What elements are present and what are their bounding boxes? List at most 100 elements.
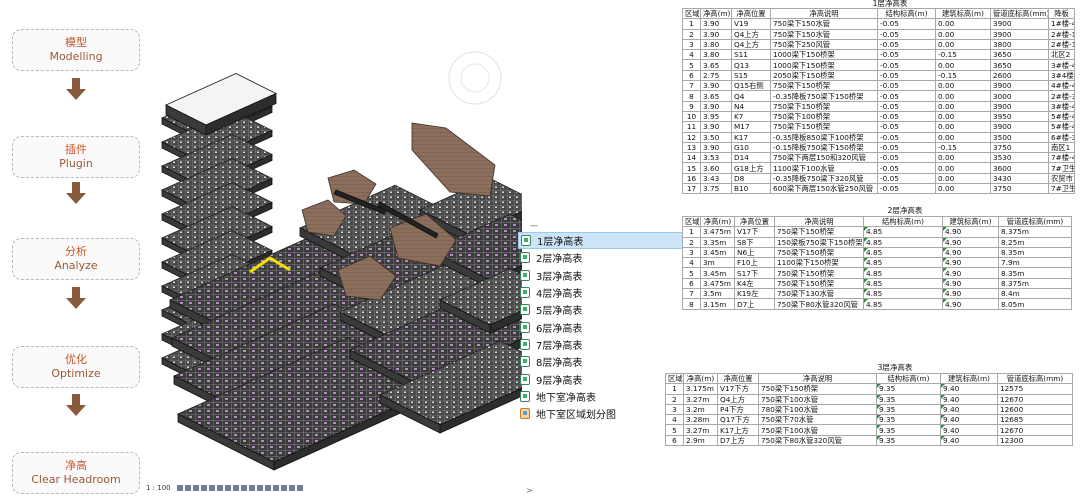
table-cell[interactable]: 0.00 — [935, 38, 991, 51]
table-cell[interactable]: 750梁下130水管 — [774, 288, 864, 300]
tree-item-schedule[interactable]: 9层净高表 — [518, 370, 683, 387]
table-cell[interactable]: 4.85 — [863, 288, 943, 300]
view-tool-icon[interactable] — [264, 485, 271, 491]
table-cell[interactable]: 750梁下150桥架 — [774, 267, 864, 279]
table-cell[interactable]: 7.9m — [998, 257, 1072, 269]
table-cell[interactable]: 4.90 — [942, 267, 999, 279]
table-cell[interactable]: 0.00 — [935, 172, 991, 185]
table-cell[interactable]: Q4上方 — [731, 28, 771, 40]
table-cell[interactable]: 7 — [682, 80, 701, 92]
table-cell[interactable]: -0.05 — [877, 18, 936, 30]
table-cell[interactable]: M17 — [731, 121, 771, 133]
table-cell[interactable]: 3900 — [990, 18, 1049, 30]
table-cell[interactable]: 9.40 — [940, 383, 998, 395]
table-cell[interactable]: Q13 — [731, 59, 771, 71]
table-cell[interactable]: 7 — [682, 288, 701, 300]
schedule-table-floor-1[interactable]: 区域净高(m)净高位置净高说明结构标高(m)建筑标高(m)管道底标高(mm)降板… — [682, 7, 1075, 195]
table-cell[interactable]: 6 — [682, 69, 701, 82]
table-cell[interactable]: 2 — [682, 28, 701, 40]
table-cell[interactable]: 750梁下100水管 — [758, 424, 877, 436]
table-cell[interactable]: 4.90 — [942, 257, 999, 269]
table-cell[interactable]: 4.90 — [942, 298, 999, 310]
table-cell[interactable]: 4.90 — [942, 236, 999, 248]
view-tool-icon[interactable] — [224, 485, 231, 491]
table-cell[interactable]: 1000梁下150桥架 — [770, 59, 878, 71]
table-cell[interactable]: 3.28m — [683, 414, 718, 426]
table-cell[interactable]: 4.90 — [942, 246, 999, 259]
table-cell[interactable]: 3800 — [990, 38, 1049, 51]
view-tool-icon[interactable] — [176, 485, 183, 491]
table-cell[interactable]: 750梁下150桥架 — [758, 383, 877, 395]
table-cell[interactable]: 3 — [682, 38, 701, 51]
view-tool-icon[interactable] — [280, 485, 287, 491]
table-cell[interactable]: 1100梁下100水管 — [770, 162, 878, 174]
table-cell[interactable]: 4.90 — [942, 226, 999, 238]
table-cell[interactable]: 3650 — [990, 59, 1049, 71]
table-cell[interactable]: 11 — [682, 121, 701, 133]
table-cell[interactable]: -0.05 — [877, 183, 936, 195]
table-cell[interactable]: 12 — [682, 131, 701, 143]
table-cell[interactable]: 0.00 — [935, 18, 991, 30]
table-cell[interactable]: 3#4楼 — [1048, 69, 1075, 82]
table-cell[interactable]: 3#楼-4 — [1048, 59, 1075, 71]
table-cell[interactable]: 0.00 — [935, 80, 991, 92]
table-cell[interactable]: -0.05 — [877, 141, 936, 154]
table-cell[interactable]: -0.05 — [877, 162, 936, 174]
table-cell[interactable]: 3.475m — [700, 277, 735, 290]
table-cell[interactable]: -0.35降板750梁下150桥架 — [770, 90, 878, 102]
table-cell[interactable]: 8 — [682, 90, 701, 102]
view-tool-icon[interactable] — [256, 485, 263, 491]
table-cell[interactable]: 4 — [682, 257, 701, 269]
table-cell[interactable]: 750梁下150桥架 — [774, 277, 864, 290]
table-cell[interactable]: K7 — [731, 110, 771, 123]
table-cell[interactable]: 3.80 — [700, 38, 732, 51]
table-cell[interactable]: -0.05 — [877, 49, 936, 61]
view-tool-icon[interactable] — [192, 485, 199, 491]
table-cell[interactable]: -0.05 — [877, 38, 936, 51]
table-cell[interactable]: 7#卫生 — [1048, 183, 1075, 195]
table-cell[interactable]: 3#楼-4 — [1048, 100, 1075, 112]
table-cell[interactable]: 3.65 — [700, 59, 732, 71]
table-cell[interactable]: 8.35m — [998, 246, 1072, 259]
table-cell[interactable]: 1 — [682, 18, 701, 30]
view-tool-icon[interactable] — [208, 485, 215, 491]
table-cell[interactable]: Q4 — [731, 90, 771, 102]
table-cell[interactable]: 750梁下250风管 — [770, 38, 878, 51]
table-cell[interactable]: 3.65 — [700, 90, 732, 102]
table-cell[interactable]: 6#楼-3 — [1048, 131, 1075, 143]
table-cell[interactable]: 150梁板750梁下150桥架 — [774, 236, 864, 248]
table-cell[interactable]: -0.35降板850梁下100桥架 — [770, 131, 878, 143]
table-cell[interactable]: 8.35m — [998, 267, 1072, 279]
tree-item-schedule[interactable]: 8层净高表 — [518, 353, 683, 370]
table-cell[interactable]: 13 — [682, 141, 701, 154]
table-cell[interactable]: Q4上方 — [731, 38, 771, 51]
table-cell[interactable]: 3.53 — [700, 152, 732, 164]
table-cell[interactable]: 3.95 — [700, 110, 732, 123]
table-cell[interactable]: 3.60 — [700, 162, 732, 174]
table-cell[interactable]: 3 — [682, 246, 701, 259]
table-cell[interactable]: Q4上方 — [717, 393, 759, 405]
table-cell[interactable]: 3.90 — [700, 18, 732, 30]
table-cell[interactable]: 7#卫生 — [1048, 162, 1075, 174]
table-cell[interactable]: N6上 — [734, 246, 775, 259]
table-cell[interactable]: D8 — [731, 172, 771, 185]
table-cell[interactable]: D7上 — [734, 298, 775, 310]
table-cell[interactable]: 3.90 — [700, 100, 732, 112]
table-cell[interactable]: 9.35 — [876, 393, 941, 405]
table-cell[interactable]: -0.15 — [935, 141, 991, 154]
table-cell[interactable]: -0.05 — [877, 90, 936, 102]
table-cell[interactable]: 北区2 — [1048, 49, 1075, 61]
